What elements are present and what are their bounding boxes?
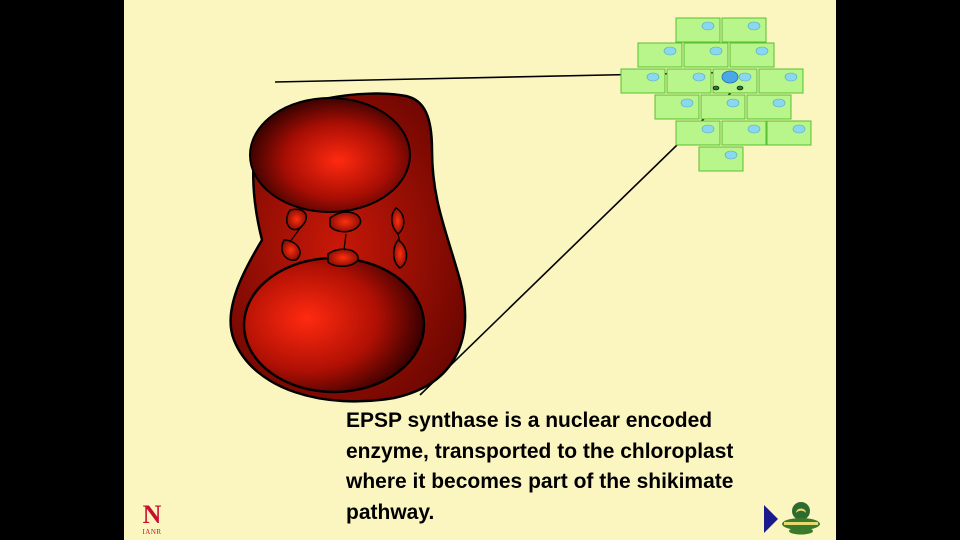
- caption-line-1: EPSP synthase is a nuclear encoded: [346, 409, 713, 432]
- leaf-cell: [698, 146, 744, 172]
- leaf-cell: [721, 17, 767, 43]
- leaf-cell: [721, 120, 767, 146]
- cell-nucleus-icon: [680, 98, 694, 108]
- leaf-cell: [654, 94, 700, 120]
- slide: EPSP synthase is a nuclear encoded enzym…: [124, 0, 836, 540]
- leaf-cell: [620, 68, 666, 94]
- small-chloroplast-icon: [736, 85, 744, 91]
- caption-line-2: enzyme, transported to the chloroplast: [346, 439, 734, 463]
- caption-line-4: pathway.: [346, 500, 435, 524]
- cell-nucleus-icon: [701, 21, 715, 31]
- caption-line-3: where it becomes part of the shikimate: [346, 470, 734, 493]
- lamella-5: [327, 248, 359, 267]
- leaf-cell: [675, 120, 721, 146]
- cell-nucleus-icon: [726, 98, 740, 108]
- lamella-2: [329, 211, 362, 233]
- cell-nucleus-icon: [772, 98, 786, 108]
- leaf-cell: [758, 68, 804, 94]
- leaf-cell-grid-icon: [620, 17, 812, 172]
- lamella-6: [393, 239, 408, 269]
- next-slide-button[interactable]: [764, 505, 778, 533]
- leaf-cell: [666, 68, 712, 94]
- small-chloroplast-icon: [712, 85, 720, 91]
- cell-nucleus-icon: [701, 124, 715, 134]
- cell-nucleus-icon: [663, 46, 677, 56]
- cell-nucleus-icon: [692, 72, 706, 82]
- chloroplast-icon: [229, 92, 467, 403]
- cell-nucleus-icon: [755, 46, 769, 56]
- highlighted-nucleus-icon: [721, 70, 739, 84]
- cell-nucleus-icon: [747, 21, 761, 31]
- cell-nucleus-icon: [738, 72, 752, 82]
- cell-nucleus-icon: [792, 124, 806, 134]
- csu-logo: [782, 502, 820, 535]
- leaf-cell: [675, 17, 721, 43]
- nebraska-n-mark: N: [142, 500, 162, 529]
- leaf-cell: [683, 42, 729, 68]
- lamella-link-3: [397, 233, 401, 243]
- cell-nucleus-icon: [646, 72, 660, 82]
- cell-nucleus-icon: [747, 124, 761, 134]
- lamella-link-2: [343, 233, 347, 251]
- leaf-cell: [766, 120, 812, 146]
- chloroplast-diagram: [229, 17, 812, 403]
- lamella-4: [281, 239, 301, 261]
- caption: EPSP synthase is a nuclear encoded enzym…: [346, 406, 816, 528]
- leaf-cell: [746, 94, 792, 120]
- cell-nucleus-icon: [724, 150, 738, 160]
- granum-top: [249, 97, 411, 213]
- cell-nucleus-icon: [709, 46, 723, 56]
- leaf-cell: [700, 94, 746, 120]
- granum-bottom: [242, 256, 426, 394]
- cell-nucleus-icon: [784, 72, 798, 82]
- ianr-text: IANR: [142, 528, 162, 536]
- leaf-cell: [637, 42, 683, 68]
- nebraska-ianr-logo: N IANR: [138, 500, 166, 537]
- lamella-link-1: [289, 227, 301, 243]
- leaf-cell: [729, 42, 775, 68]
